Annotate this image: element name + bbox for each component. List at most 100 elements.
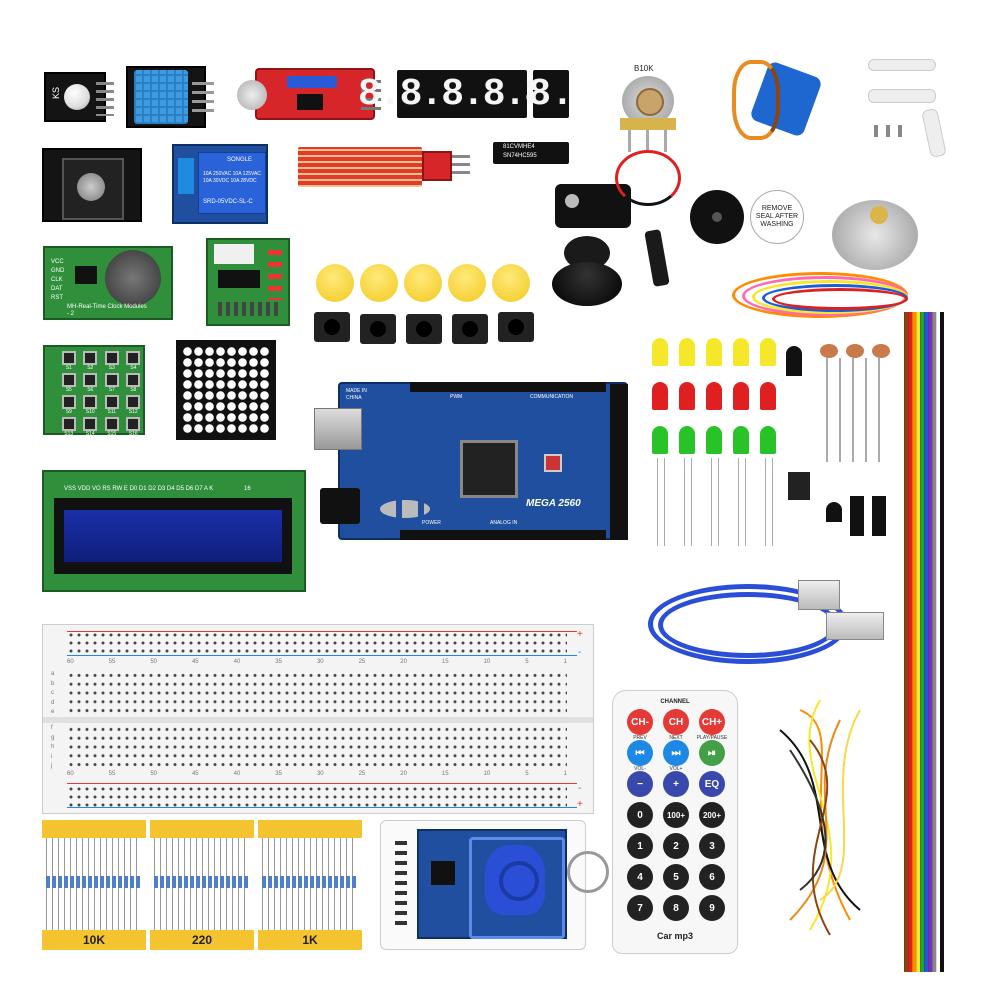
remote-button[interactable]: − [627,771,653,797]
remote-button[interactable]: 200+ [699,802,725,828]
ribbon-wire [920,312,924,972]
tape-bottom: 10K [42,930,146,950]
rfid-antenna [469,837,565,939]
mcu-chip [460,440,518,498]
column-number: 20 [400,659,407,665]
ir-led-black [786,346,802,376]
keypad-key: S6 [81,373,101,393]
photoresistor [872,344,890,358]
dupont-ribbon-cable [904,312,944,972]
servo-wires [732,60,780,140]
remote-button[interactable]: 8 [663,895,689,921]
remote-button[interactable]: ⏯ [699,740,725,766]
column-number: 50 [150,771,157,777]
key-label: S8 [130,387,137,393]
remote-button[interactable]: 0 [627,802,653,828]
servo-motor [728,50,828,150]
remote-button[interactable]: 9 [699,895,725,921]
remote-button[interactable]: CH- [627,709,653,735]
led [706,338,722,366]
resistor-pack: 1K [258,820,362,950]
remote-button[interactable]: EQ [699,771,725,797]
ribbon-wire [936,312,940,972]
key-ring [567,851,609,893]
joystick-cap [77,173,105,201]
chip-label-1: 81CVMHE4 [503,144,535,150]
remote-button[interactable]: ⏮ [627,740,653,766]
key-button [83,373,98,387]
pot-knob [636,88,664,116]
led-legs [711,458,719,546]
keypad-key: S9 [59,395,79,415]
tactile-switch [406,314,442,344]
remote-button[interactable]: 7 [627,895,653,921]
remote-button[interactable]: CH [663,709,689,735]
tape-top [42,820,146,838]
resistor-bodies [46,876,142,888]
column-number: 1 [563,771,567,777]
horn-2 [868,89,936,103]
key-label: S13 [64,431,74,437]
ks-label: KS [51,86,62,100]
remote-button[interactable]: 6 [699,864,725,890]
terminal-strip-bottom [67,725,567,769]
key-label: S6 [87,387,94,393]
remote-button[interactable]: 1 [627,833,653,859]
button-cap [448,264,486,302]
plus-sign-top: + [577,629,583,640]
clip-wires [615,150,681,206]
key-button [61,417,76,431]
row-letter: a [51,671,55,677]
led [652,426,668,454]
key-label: S15 [107,431,117,437]
remote-button[interactable]: + [663,771,689,797]
column-number: 50 [150,659,157,665]
key-label: S7 [108,387,115,393]
remote-button-sublabel: VOL+ [669,766,683,772]
pin-dat: DAT [51,286,63,292]
tape-top [150,820,254,838]
ir-receiver [788,472,810,500]
remote-button[interactable]: CH+ [699,709,725,735]
remote-button[interactable]: 3 [699,833,725,859]
key-button [61,351,76,365]
header-pins [361,80,381,112]
key-label: S10 [85,409,95,415]
pot-legs [628,130,668,152]
resistor-value-label: 10K [82,933,105,947]
key-label: S12 [128,409,138,415]
pwm-label: PWM [450,394,463,400]
key-button [126,351,141,365]
keypad-key: S10 [81,395,101,415]
minus-sign-top: - [578,647,582,658]
servo-horns [868,55,958,159]
key-button [104,351,119,365]
ribbon-wire [916,312,920,972]
row-letter: j [51,763,53,769]
tactile-switch [498,312,534,342]
header-pins [96,82,114,116]
remote-button[interactable]: ⏭ [663,740,689,766]
rfid-chip [431,861,455,885]
lcd-1602-module: VSS VDD VO RS RW E D0 D1 D2 D3 D4 D5 D6 … [42,470,306,592]
horn-3 [921,107,947,159]
resistor-bodies [154,876,250,888]
remote-button[interactable]: 2 [663,833,689,859]
column-number: 55 [108,659,116,665]
resistor-pack: 220 [150,820,254,950]
remote-button[interactable]: 5 [663,864,689,890]
remote-button[interactable]: 100+ [663,802,689,828]
remote-button[interactable]: 4 [627,864,653,890]
keypad-key: S8 [124,373,144,393]
driver-chip [218,270,260,288]
keypad-key: S2 [81,351,101,371]
column-number: 40 [233,771,241,777]
potentiometer-b10k: B10K [616,62,680,154]
rtc-module: VCC GND CLK DAT RST MH-Real-Time Clock M… [43,246,173,320]
column-number: 10 [483,771,491,777]
